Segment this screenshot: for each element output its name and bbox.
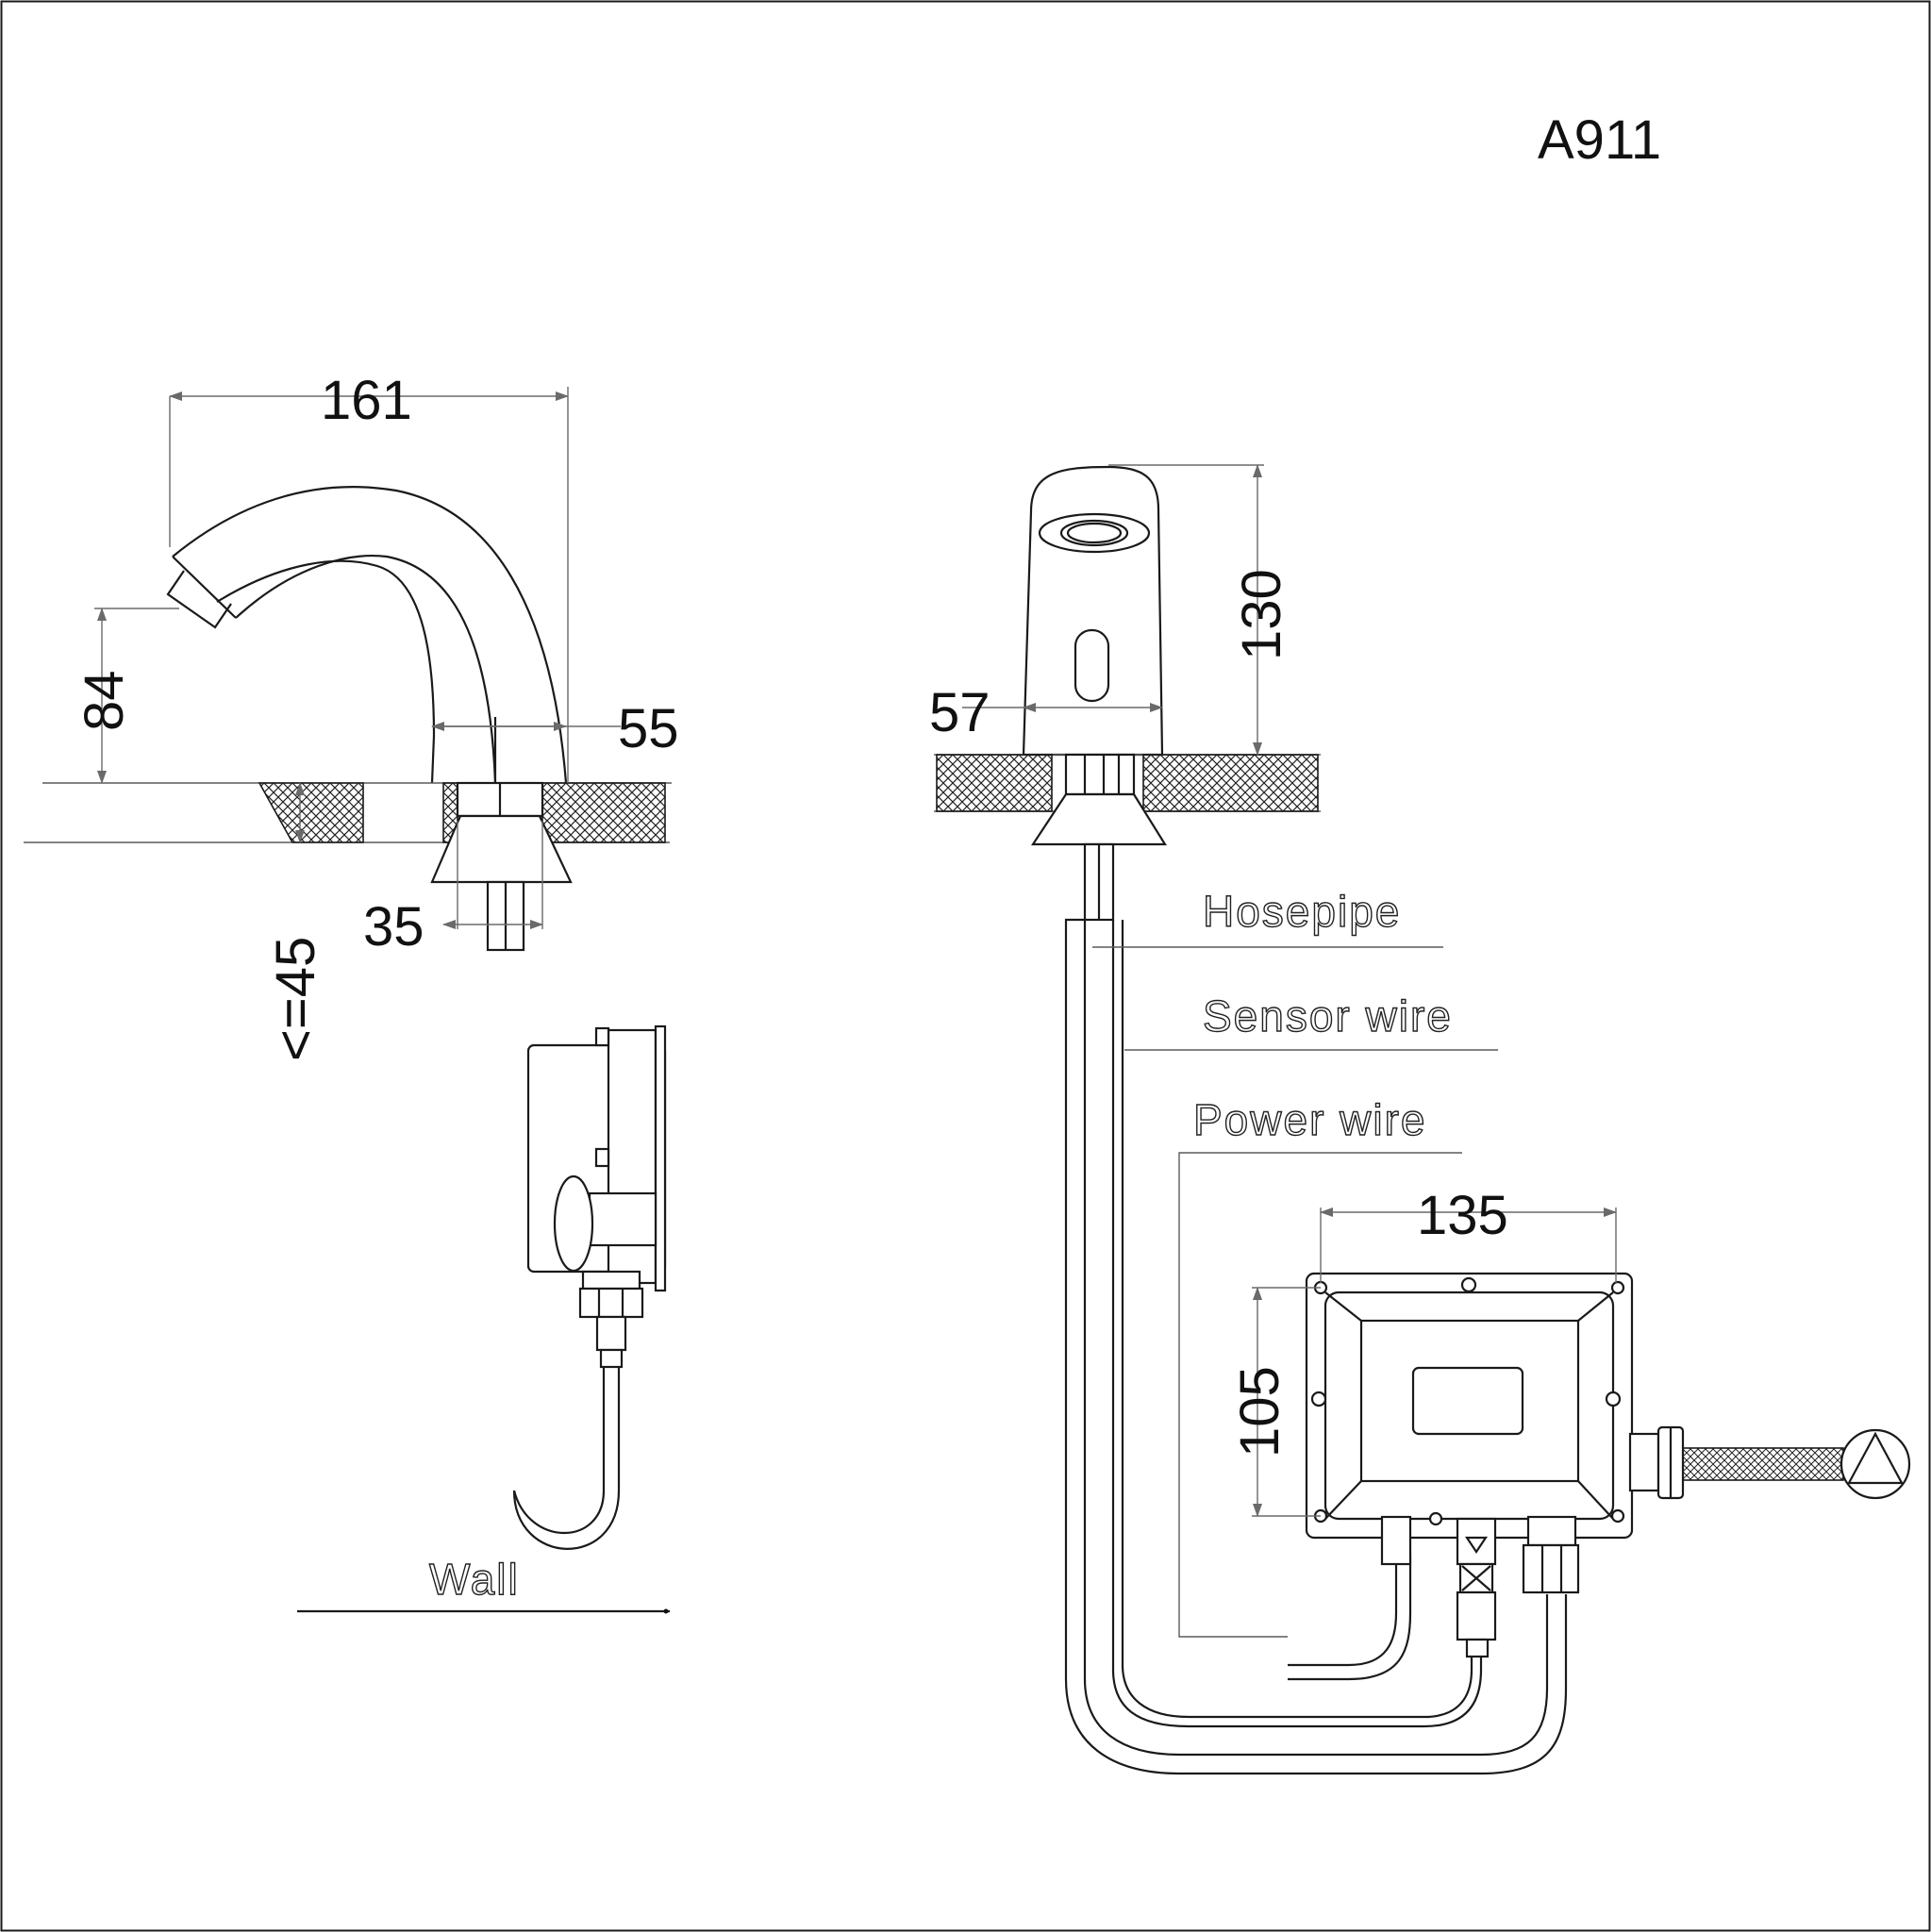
dimension-spout-height: 84 bbox=[74, 670, 135, 731]
model-title: A911 bbox=[1538, 109, 1661, 171]
control-box-front-view: 135 105 bbox=[1229, 1185, 1911, 1658]
faucet-side-view: 161 84 55 <=45 35 bbox=[24, 370, 679, 1061]
label-hosepipe: Hosepipe bbox=[1203, 887, 1401, 936]
label-power-wire: Power wire bbox=[1193, 1095, 1427, 1144]
dimension-base-width: 55 bbox=[618, 698, 679, 759]
label-wall: Wall bbox=[429, 1555, 520, 1604]
dimension-shank-width: 35 bbox=[363, 896, 424, 958]
faucet-front-view: 57 130 bbox=[929, 464, 1321, 922]
dimension-spout-reach: 161 bbox=[321, 370, 412, 431]
dimension-base-diameter: 57 bbox=[929, 682, 990, 743]
hose-routing: Hosepipe Sensor wire Power wire bbox=[1064, 886, 1568, 1775]
dimension-box-height: 105 bbox=[1229, 1366, 1290, 1457]
dimension-box-width: 135 bbox=[1417, 1185, 1508, 1246]
control-box-side-view: Wall bbox=[297, 1024, 670, 1614]
label-sensor-wire: Sensor wire bbox=[1203, 991, 1453, 1041]
dimension-body-height: 130 bbox=[1231, 569, 1292, 660]
dimension-deck-thickness: <=45 bbox=[265, 937, 326, 1061]
